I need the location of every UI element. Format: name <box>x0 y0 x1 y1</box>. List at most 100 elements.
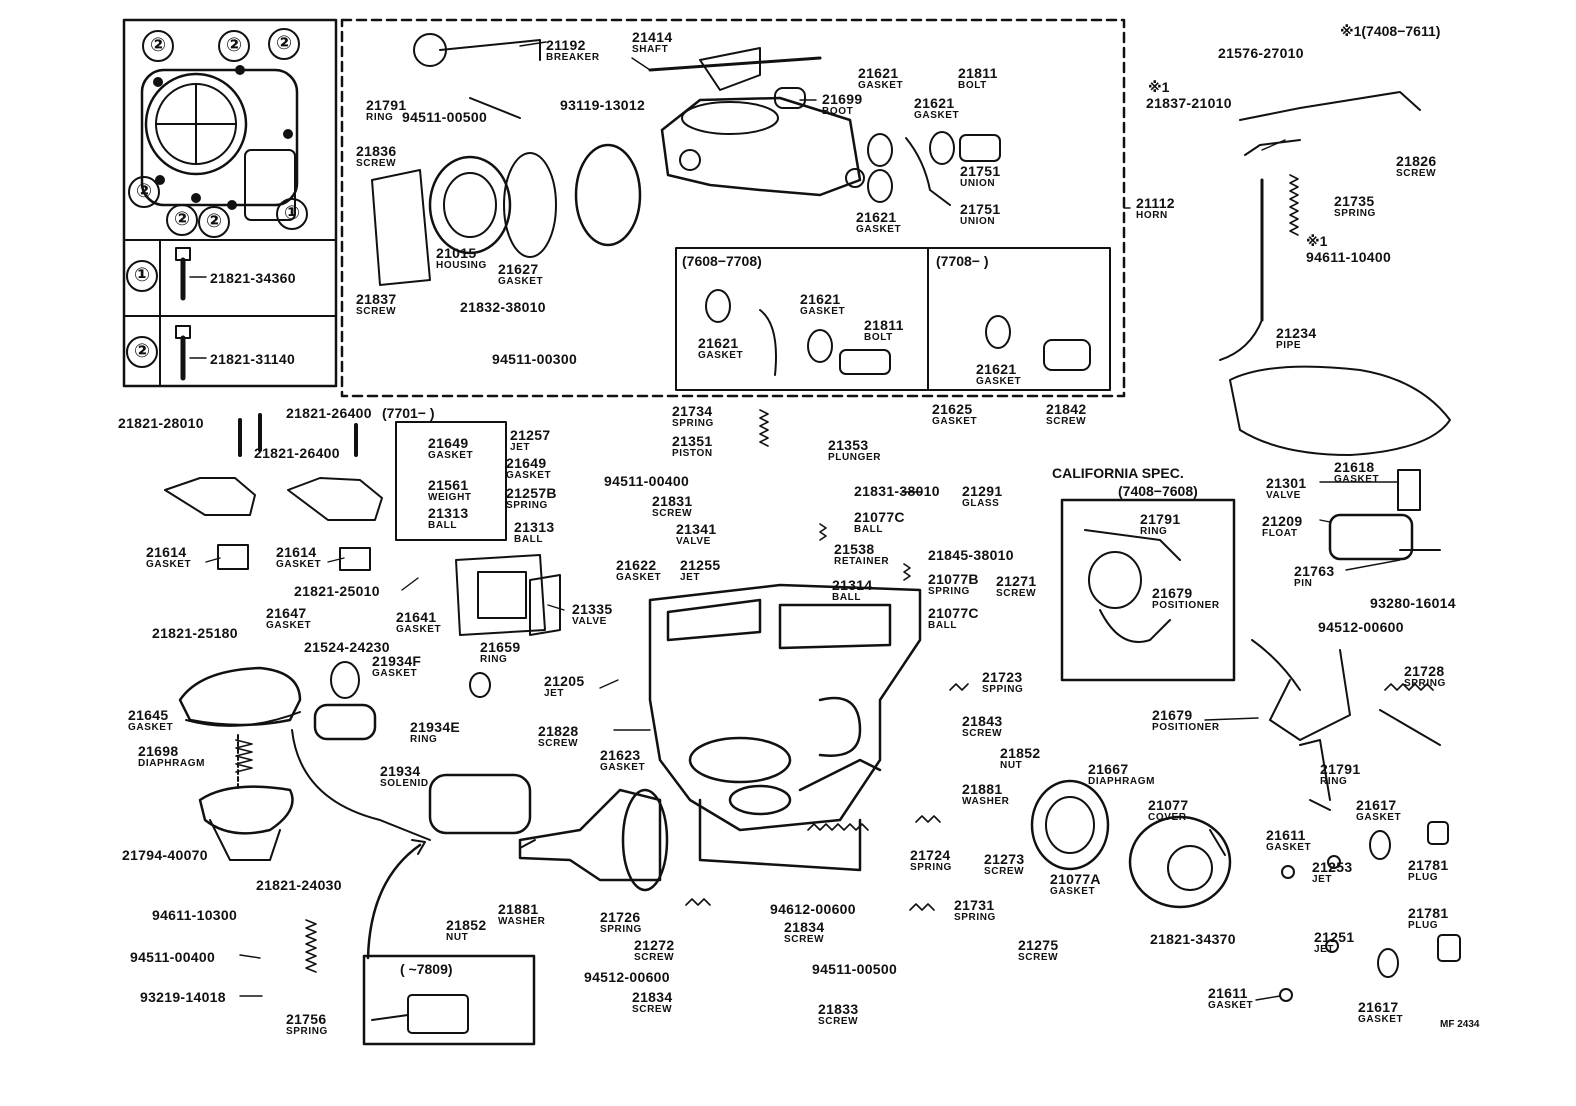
california-range: (7408−7608) <box>1118 483 1198 499</box>
part-name: BOOT <box>822 106 854 117</box>
part-number: 21845-38010 <box>928 547 1014 563</box>
part-name: BALL <box>928 620 958 631</box>
part-name: SCREW <box>996 588 1037 599</box>
california-spec-box <box>1060 498 1236 682</box>
part-label-p113: 94512-00600 <box>1318 620 1404 634</box>
part-number: 21611 <box>1208 985 1248 1001</box>
part-name: GASKET <box>128 722 174 733</box>
part-number: 94511-00500 <box>812 961 898 977</box>
diagram-code: MF 2434 <box>1440 1019 1480 1030</box>
part-number: 21852 <box>446 917 487 933</box>
part-name: GLASS <box>962 498 1000 509</box>
part-number: 21833 <box>818 1001 859 1017</box>
inset-label-7708: (7708− ) <box>936 253 989 269</box>
part-label-p112: 93280-16014 <box>1370 596 1456 610</box>
part-label-p33: 21821-26400 <box>286 406 372 420</box>
part-label-p6: 94511-00500 <box>402 110 487 124</box>
part-name: HORN <box>1136 210 1168 221</box>
bolt-icon-2 <box>175 325 191 381</box>
part-name: RING <box>1320 776 1348 787</box>
part-number: 21734 <box>672 403 713 419</box>
mark-1-a: ※1 <box>1148 79 1170 95</box>
part-number: 21335 <box>572 601 613 617</box>
mark-1-b: ※1 <box>1306 233 1328 249</box>
part-number: 21341 <box>676 521 717 537</box>
part-label-p63: 21821-25010 <box>294 584 380 598</box>
part-number: 21735 <box>1334 193 1375 209</box>
part-label-p19: 21832-38010 <box>460 300 546 314</box>
part-label-p1: 21821-34360 <box>210 271 296 285</box>
part-number: 21617 <box>1358 999 1399 1015</box>
part-name: SOLENID <box>380 778 429 789</box>
part-name: GASKET <box>396 624 442 635</box>
part-number: 21821-25180 <box>152 625 238 641</box>
callout-2-c: ② <box>268 28 300 60</box>
part-number: 94611-10400 <box>1306 249 1392 265</box>
part-name: WASHER <box>498 916 546 927</box>
part-number: 21621 <box>976 361 1017 377</box>
part-name: JET <box>1312 874 1333 885</box>
part-number: 94511-00500 <box>402 109 488 125</box>
part-number: 94511-00400 <box>604 473 690 489</box>
part-number: 21623 <box>600 747 641 763</box>
part-number: 21881 <box>962 781 1003 797</box>
part-number: 21251 <box>1314 929 1355 945</box>
part-name: RETAINER <box>834 556 890 567</box>
part-name: VALVE <box>676 536 711 547</box>
part-number: 21821-26400 <box>254 445 340 461</box>
part-number: 21353 <box>828 437 869 453</box>
part-number: 21756 <box>286 1011 327 1027</box>
part-name: RING <box>366 112 394 123</box>
part-number: 21077 <box>1148 797 1189 813</box>
part-number: 93219-14018 <box>140 989 226 1005</box>
part-number: 21659 <box>480 639 521 655</box>
part-number: 21313 <box>428 505 469 521</box>
part-name: BALL <box>514 534 544 545</box>
part-name: GASKET <box>698 350 744 361</box>
part-name: PISTON <box>672 448 713 459</box>
part-name: SCREW <box>634 952 675 963</box>
part-name: RING <box>410 734 438 745</box>
part-number: 21234 <box>1276 325 1317 341</box>
part-number: 21699 <box>822 91 863 107</box>
part-number: 21272 <box>634 937 675 953</box>
breaker-diaphragm <box>371 33 642 286</box>
part-name: GASKET <box>498 276 544 287</box>
part-number: 94611-10300 <box>152 907 238 923</box>
part-number: 21621 <box>698 335 739 351</box>
part-number: 94612-00600 <box>770 901 856 917</box>
part-number: 21614 <box>146 544 187 560</box>
part-name: GASKET <box>932 416 978 427</box>
part-name: GASKET <box>372 668 418 679</box>
part-number: 21852 <box>1000 745 1041 761</box>
part-name: SCREW <box>356 306 397 317</box>
corner-note: ※1(7408−7611) <box>1340 23 1441 39</box>
part-name: FLOAT <box>1262 528 1298 539</box>
part-number: 21351 <box>672 433 713 449</box>
